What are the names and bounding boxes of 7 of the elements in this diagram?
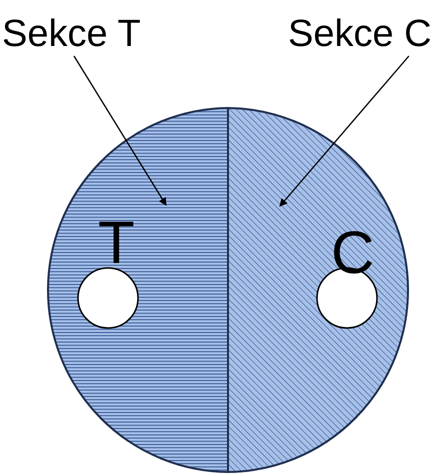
section-label: Sekce T — [2, 12, 141, 56]
section-letter: T — [98, 212, 135, 274]
leader-line — [73, 56, 167, 206]
section-letter: C — [331, 222, 374, 284]
leader-line — [279, 56, 410, 207]
section-label: Sekce C — [288, 12, 432, 56]
hole-circle — [77, 267, 139, 329]
